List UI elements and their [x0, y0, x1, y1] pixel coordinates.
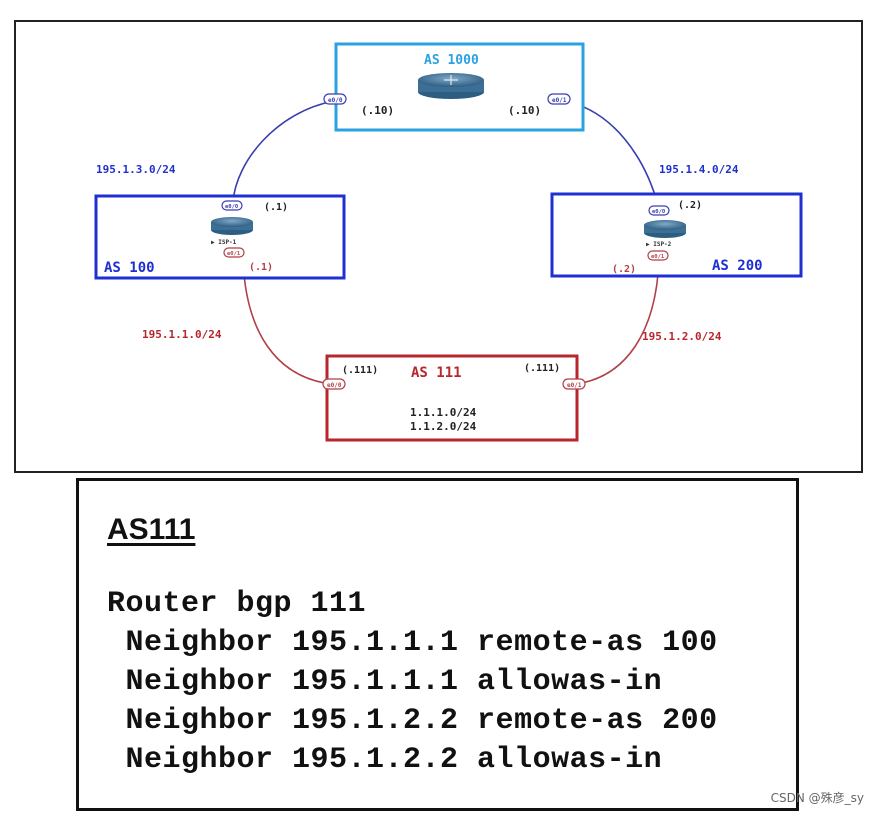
as1000-router-icon [418, 73, 484, 99]
config-title: AS111 [107, 513, 196, 546]
as200-label: AS 200 [712, 258, 763, 274]
link-195-1-2 [575, 259, 660, 385]
config-panel: AS111 Router bgp 111 Neighbor 195.1.1.1 … [76, 478, 799, 811]
isp1-router-icon [211, 217, 253, 235]
config-line: Router bgp 111 [107, 587, 367, 621]
as100-top-port-label: e0/0 [225, 204, 238, 210]
as1000-left-port-label: e0/0 [328, 97, 343, 104]
as200-top-port [648, 205, 670, 216]
as100-top-ip: (.1) [264, 202, 288, 213]
as111-label: AS 111 [411, 365, 462, 381]
as111-prefix2: 1.1.2.0/24 [410, 420, 477, 433]
as200-top-port-label: e0/0 [652, 209, 665, 215]
as111-right-port-label: e0/1 [567, 382, 582, 389]
as100-box [94, 194, 346, 280]
as111-left-port [322, 378, 346, 390]
topology-svg: AS 1000 e0/0 e0/1 (.10) (.10) AS 100 e0/… [94, 42, 803, 442]
as100-bottom-ip: (.1) [249, 262, 273, 273]
link-label-195-1-3: 195.1.3.0/24 [96, 163, 176, 176]
as200-bottom-ip: (.2) [612, 264, 636, 275]
link-label-195-1-1: 195.1.1.0/24 [142, 328, 222, 341]
config-line: Neighbor 195.1.2.2 remote-as 200 [107, 704, 718, 738]
as111-left-port-label: e0/0 [327, 382, 342, 389]
topology-diagram: AS 1000 e0/0 e0/1 (.10) (.10) AS 100 e0/… [14, 20, 863, 473]
as1000-label: AS 1000 [424, 53, 479, 68]
as100-top-port [221, 200, 243, 211]
as1000-right-port-label: e0/1 [552, 97, 567, 104]
as111-right-port [562, 378, 586, 390]
as1000-left-port [323, 93, 347, 105]
as200-bottom-port [647, 250, 669, 261]
as111-left-ip: (.111) [342, 365, 378, 376]
as1000-right-ip: (.10) [508, 104, 541, 117]
isp2-router-icon [644, 220, 686, 238]
link-label-195-1-4: 195.1.4.0/24 [659, 163, 739, 176]
as111-prefix1: 1.1.1.0/24 [410, 406, 477, 419]
as200-top-ip: (.2) [678, 200, 702, 211]
as1000-left-ip: (.10) [361, 104, 394, 117]
watermark: CSDN @殊彦_sy [770, 791, 864, 805]
as100-bottom-port-label: e0/1 [227, 251, 241, 257]
config-line: Neighbor 195.1.2.2 allowas-in [107, 743, 663, 777]
link-195-1-3 [232, 100, 335, 203]
config-line: Neighbor 195.1.1.1 remote-as 100 [107, 626, 718, 660]
as111-box [325, 354, 579, 442]
isp1-router-name: ▶ ISP-1 [211, 239, 237, 246]
as1000-right-port [547, 93, 571, 105]
link-label-195-1-2: 195.1.2.0/24 [642, 330, 722, 343]
as100-bottom-port [223, 247, 245, 258]
as200-bottom-port-label: e0/1 [651, 254, 665, 260]
link-195-1-1 [242, 259, 332, 385]
as100-label: AS 100 [104, 260, 155, 276]
config-line: Neighbor 195.1.1.1 allowas-in [107, 665, 663, 699]
isp2-router-name: ▶ ISP-2 [646, 241, 672, 248]
as111-right-ip: (.111) [524, 363, 560, 374]
